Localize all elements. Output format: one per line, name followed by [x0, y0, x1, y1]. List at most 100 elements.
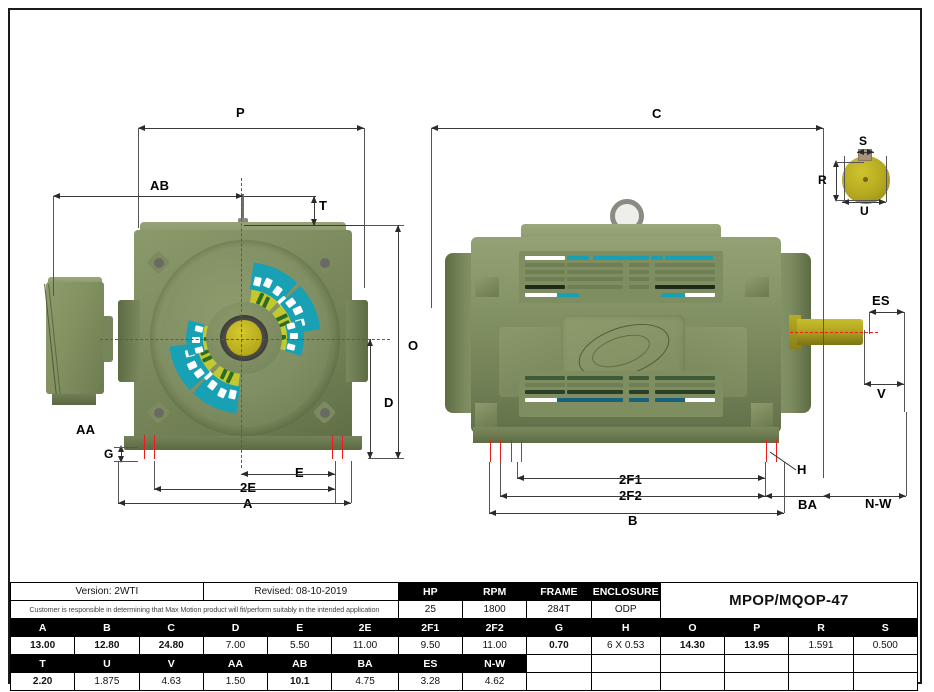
- dim-value-1-6: 9.50: [397, 636, 463, 655]
- dim-line-2F1: [517, 478, 765, 479]
- shaft-end-view: [836, 149, 896, 210]
- dim-arrow-2F1-left: [517, 475, 524, 481]
- dim-label-T: T: [319, 198, 328, 213]
- front-view-horizontal-centerline: [100, 339, 390, 340]
- dim-value-1-4: 5.50: [267, 636, 333, 655]
- dim-arrow-R-up: [833, 160, 839, 167]
- dim-header-2-9: [590, 654, 661, 673]
- dim-ext-AB-left: [53, 196, 54, 296]
- table-row-disclaimer: Customer is responsible in determining t…: [10, 600, 918, 619]
- dim-line-AB: [53, 196, 243, 197]
- dim-ext-AA: [53, 260, 54, 296]
- dim-header-1-5: 2E: [331, 618, 399, 637]
- dim-arrow-2E-left: [154, 486, 161, 492]
- motor-side-view: [445, 199, 863, 465]
- table-row-version: Version: 2WTI Revised: 08-10-2019 HP RPM…: [10, 582, 919, 619]
- dim-header-1-6: 2F1: [397, 618, 463, 637]
- dim-header-1-9: H: [590, 618, 661, 637]
- shaft-centerline: [790, 332, 878, 333]
- dim-arrow-AB-right: [236, 193, 243, 199]
- dim-label-NW: N-W: [865, 496, 892, 511]
- dim-ext-2F2-right: [765, 462, 766, 496]
- side-view-mount-right: [751, 403, 773, 427]
- dim-arrow-P-left: [138, 125, 145, 131]
- dim-line-T-bottom: [244, 225, 364, 226]
- dim-arrow-ES-left: [869, 309, 876, 315]
- dim-arrow-2F1-right: [758, 475, 765, 481]
- side-view-mount-left: [475, 403, 497, 427]
- side-foot-tick-3: [511, 440, 512, 462]
- dim-ext-C-left: [431, 128, 432, 308]
- dim-arrow-ES-right: [897, 309, 904, 315]
- dim-label-AA: AA: [76, 422, 96, 437]
- dim-arrow-G-down: [118, 456, 124, 463]
- side-foot-tick-4: [521, 440, 522, 462]
- dim-line-T-top: [244, 196, 316, 197]
- value-rpm: 1800: [461, 600, 528, 619]
- front-view-bolt-tr: [320, 258, 330, 268]
- dim-line-E: [241, 474, 335, 475]
- side-view-lower-vent: [519, 371, 723, 417]
- front-view-bolt-tl: [154, 258, 164, 268]
- value-frame: 284T: [526, 600, 592, 619]
- dim-value-2-4: 10.1: [267, 672, 333, 691]
- dim-arrow-O-down: [395, 452, 401, 459]
- dim-ext-C-right: [823, 128, 824, 478]
- dim-header-2-6: ES: [397, 654, 463, 673]
- dim-label-ES: ES: [872, 293, 890, 308]
- dim-label-BA: BA: [798, 497, 818, 512]
- front-view-vent-arcs: [169, 262, 321, 414]
- dim-line-G: [121, 447, 122, 461]
- dim-line-NW: [823, 496, 906, 497]
- dim-ext-U-left: [844, 156, 845, 202]
- dim-value-2-9: [590, 672, 661, 691]
- dim-ext-G-top: [114, 447, 138, 448]
- dim-ext-NW-right: [906, 412, 907, 496]
- dim-line-R: [836, 162, 837, 200]
- dim-line-C: [431, 128, 823, 129]
- front-view-lift-pin: [241, 194, 244, 220]
- dim-arrow-P-right: [357, 125, 364, 131]
- dim-header-1-7: 2F2: [461, 618, 528, 637]
- dim-header-1-10: O: [659, 618, 726, 637]
- side-foot-tick-1: [490, 440, 491, 462]
- dim-line-S: [857, 152, 874, 153]
- dim-ext-2F2-left: [500, 462, 501, 496]
- dim-ext-B-right: [784, 462, 785, 513]
- dim-header-2-0: T: [9, 654, 76, 673]
- dim-arrow-2F2-left: [500, 493, 507, 499]
- conduit-box-lid: [48, 277, 102, 286]
- dim-ext-V-left: [864, 330, 865, 384]
- foot-hole-tick-2: [154, 435, 155, 459]
- header-rpm: RPM: [461, 582, 528, 601]
- dim-arrow-C-right: [816, 125, 823, 131]
- dim-value-1-5: 11.00: [331, 636, 399, 655]
- dim-arrow-E-right: [328, 471, 335, 477]
- dim-label-P: P: [236, 105, 245, 120]
- dim-arrow-C-left: [431, 125, 438, 131]
- dim-arrow-R-down: [833, 195, 839, 202]
- dim-label-G: G: [104, 447, 114, 461]
- dim-arrow-B-right: [777, 510, 784, 516]
- dim-ext-2E-right: [335, 461, 336, 503]
- dim-header-2-1: U: [74, 654, 140, 673]
- dim-label-D: D: [384, 395, 394, 410]
- side-view-lug-right: [745, 277, 769, 297]
- dim-header-2-5: BA: [331, 654, 399, 673]
- dim-arrow-T-down: [311, 219, 317, 226]
- front-view-foot: [124, 436, 362, 450]
- dim-label-U: U: [860, 204, 869, 218]
- shaft-center-mark: [863, 177, 868, 182]
- dim-label-S: S: [859, 134, 868, 148]
- dim-arrow-U-left: [842, 199, 849, 205]
- motor-front-view: [118, 194, 368, 458]
- dim-header-2-3: AA: [202, 654, 269, 673]
- dim-header-1-2: C: [138, 618, 204, 637]
- dim-line-BA: [765, 496, 823, 497]
- dim-line-2F2: [500, 496, 765, 497]
- dim-arrow-T-up: [311, 196, 317, 203]
- dim-header-1-0: A: [9, 618, 76, 637]
- dim-arrow-V-left: [864, 381, 871, 387]
